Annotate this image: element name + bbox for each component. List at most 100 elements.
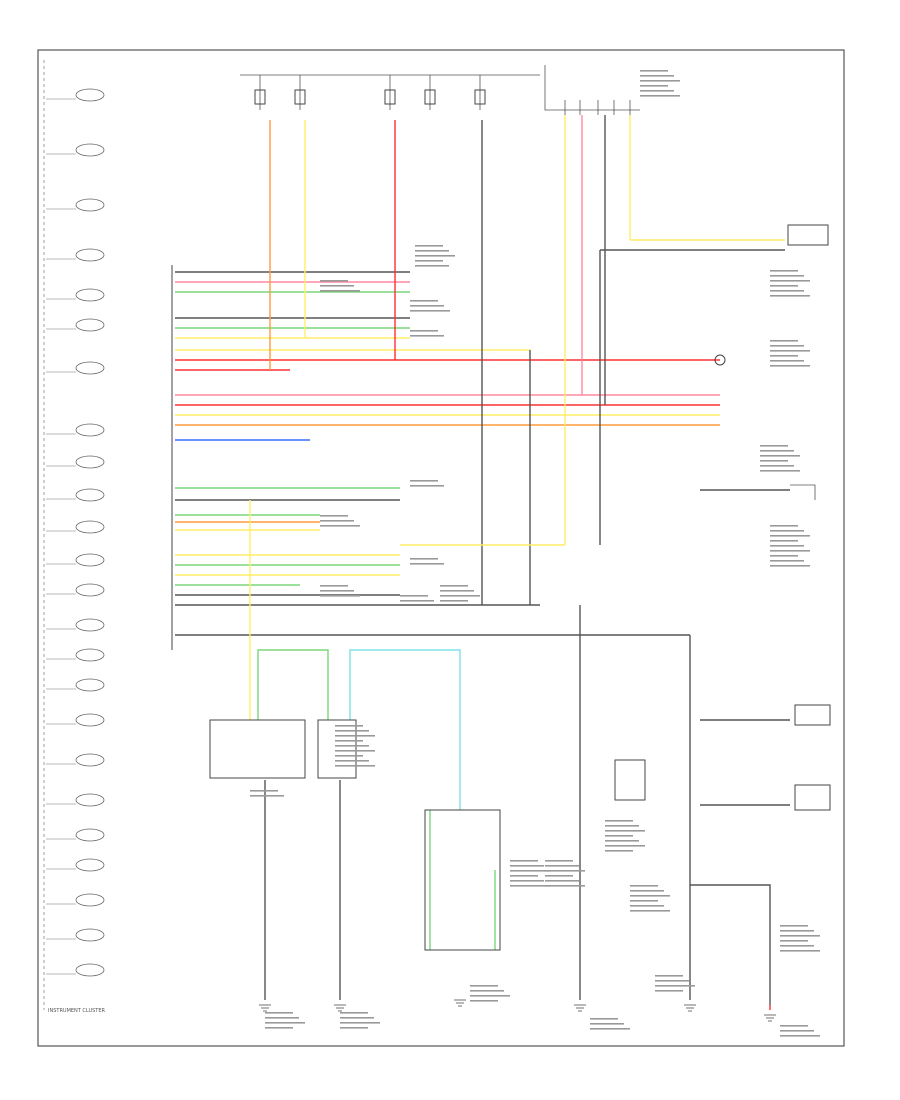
indicator-lamp-icon: [75, 618, 105, 632]
label-text-line: [640, 90, 674, 92]
label-text-line: [640, 95, 680, 97]
indicator-lamp-icon: [75, 828, 105, 842]
label-text-line: [770, 270, 798, 272]
label-text-line: [335, 740, 363, 742]
label-text-line: [265, 1027, 293, 1029]
indicator-lamp-icon: [75, 928, 105, 942]
label-text-line: [780, 935, 820, 937]
indicator-lamp-icon: [75, 520, 105, 534]
label-text-line: [780, 1030, 814, 1032]
label-text-line: [410, 330, 438, 332]
label-text-line: [410, 300, 438, 302]
indicator-lamp-icon: [75, 858, 105, 872]
label-text-line: [640, 80, 680, 82]
lower-switches: [209, 719, 646, 951]
relay-box: [614, 759, 646, 801]
label-text-line: [320, 280, 348, 282]
indicator-lamp-icon: [75, 488, 105, 502]
indicator-lamp-icon: [75, 648, 105, 662]
label-text-line: [640, 85, 668, 87]
label-text-line: [590, 1018, 618, 1020]
label-text-line: [770, 280, 810, 282]
label-text-line: [760, 450, 794, 452]
label-text-line: [335, 735, 375, 737]
indicator-lamp-icon: [75, 143, 105, 157]
label-text-line: [630, 905, 664, 907]
indicator-lamp-icon: [75, 288, 105, 302]
label-text-line: [605, 825, 639, 827]
label-text-line: [320, 595, 360, 597]
wire: [690, 884, 771, 1005]
label-text-line: [780, 950, 820, 952]
indicator-lamp-icon: [75, 753, 105, 767]
indicator-lamp-icon: [75, 678, 105, 692]
seatbelt-buckle-module: [424, 809, 501, 951]
label-text-line: [655, 980, 689, 982]
indicator-lamp-icon: [75, 248, 105, 262]
label-text-line: [335, 755, 363, 757]
label-text-line: [780, 1025, 808, 1027]
label-text-line: [780, 1035, 820, 1037]
label-text-line: [630, 895, 670, 897]
label-text-line: [340, 1022, 380, 1024]
label-text-line: [770, 565, 810, 567]
label-text-line: [250, 795, 284, 797]
label-text-line: [630, 890, 664, 892]
indicator-lamp-icon: [75, 893, 105, 907]
label-text-line: [770, 535, 810, 537]
label-text-line: [605, 850, 633, 852]
label-text-line: [340, 1017, 374, 1019]
label-text-line: [640, 70, 668, 72]
label-text-line: [400, 600, 434, 602]
label-text-line: [265, 1017, 299, 1019]
indicator-lamp-icon: [75, 583, 105, 597]
wire: [599, 249, 785, 545]
indicator-lamp-icon: [75, 713, 105, 727]
label-text-line: [265, 1022, 305, 1024]
wire: [264, 780, 341, 1000]
label-text-line: [770, 550, 810, 552]
indicator-lamp-icon: [75, 318, 105, 332]
label-text-line: [770, 360, 804, 362]
label-text-line: [760, 445, 788, 447]
label-text-line: [250, 790, 278, 792]
label-text-line: [440, 585, 468, 587]
label-text-line: [770, 340, 798, 342]
label-text-line: [510, 885, 550, 887]
label-text-line: [335, 730, 369, 732]
ground-icon: [684, 1004, 696, 1012]
diagram-frame: [37, 49, 845, 1047]
label-text-line: [630, 900, 658, 902]
label-text-line: [470, 995, 510, 997]
label-text-line: [320, 585, 348, 587]
indicator-lamp-icon: [75, 793, 105, 807]
label-text-line: [770, 560, 804, 562]
label-text-line: [770, 355, 798, 357]
label-text-line: [470, 1000, 498, 1002]
label-text-line: [770, 275, 804, 277]
label-text-line: [340, 1027, 368, 1029]
label-text-line: [770, 345, 804, 347]
label-text-line: [320, 520, 354, 522]
label-text-line: [440, 590, 474, 592]
label-text-line: [605, 845, 645, 847]
label-text-line: [655, 975, 683, 977]
label-text-line: [770, 545, 804, 547]
indicator-lamp-icon: [75, 361, 105, 375]
label-text-line: [590, 1023, 624, 1025]
cluster-indicators: [46, 88, 105, 977]
label-text-line: [780, 940, 808, 942]
label-text-line: [545, 860, 573, 862]
indicator-lamp-icon: [75, 963, 105, 977]
label-text-line: [320, 525, 360, 527]
label-text-line: [780, 925, 808, 927]
indicator-lamp-icon: [75, 198, 105, 212]
label-text-line: [545, 865, 579, 867]
label-text-line: [510, 880, 544, 882]
label-text-line: [410, 485, 444, 487]
ground-icon: [764, 1014, 776, 1022]
label-text-line: [770, 295, 810, 297]
wire: [700, 719, 790, 806]
label-text-line: [780, 930, 814, 932]
